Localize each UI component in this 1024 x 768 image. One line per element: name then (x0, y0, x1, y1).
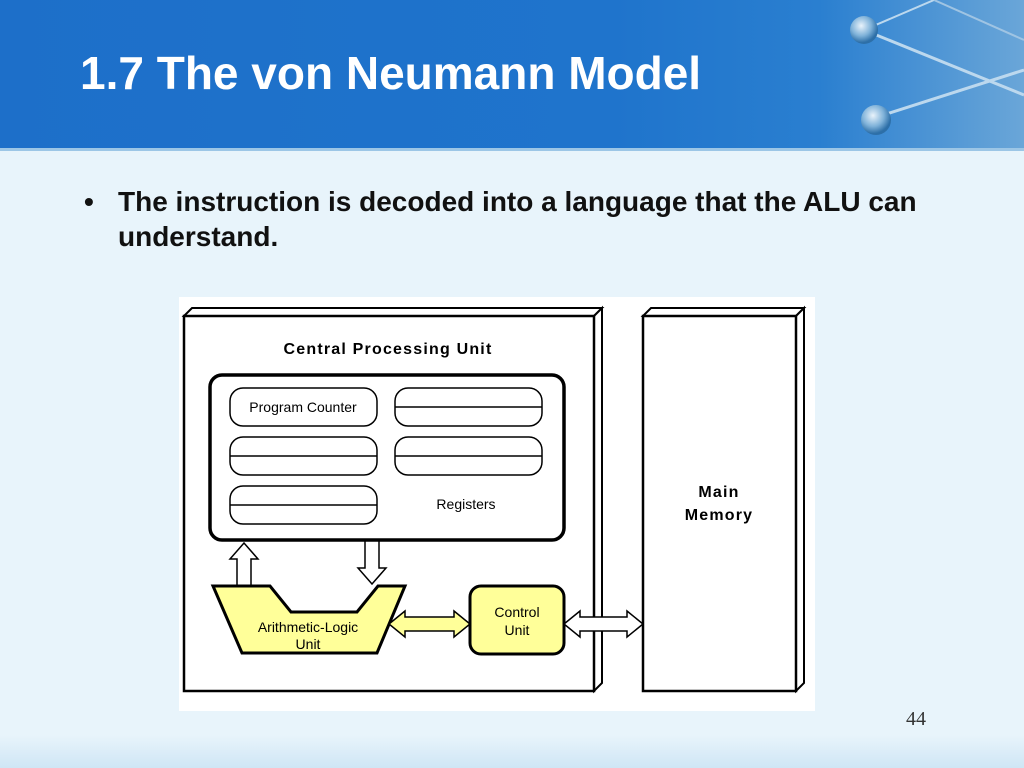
registers-label: Registers (436, 496, 495, 512)
slide-number: 44 (906, 708, 926, 730)
control-unit-line2: Unit (505, 622, 530, 638)
alu-to-registers-arrow (228, 541, 260, 587)
control-unit-line1: Control (494, 604, 539, 620)
decorative-pins-image (850, 0, 1024, 135)
footer-band (0, 735, 1024, 768)
main-memory-box (640, 305, 807, 694)
control-unit (468, 584, 566, 656)
von-neumann-diagram: Central Processing Unit Program Counter … (179, 297, 815, 711)
main-memory-line2: Memory (685, 507, 754, 524)
register-program-counter: Program Counter (229, 387, 378, 427)
program-counter-label: Program Counter (249, 399, 357, 415)
registers-to-alu-arrow (356, 540, 388, 586)
register-slot (394, 387, 543, 427)
bullet-dot: • (84, 186, 94, 217)
bullet-text: The instruction is decoded into a langua… (118, 186, 917, 252)
cpu-label: Central Processing Unit (284, 341, 493, 358)
register-slot (229, 436, 378, 476)
control-memory-arrow (562, 609, 645, 639)
diagram-canvas: Central Processing Unit Program Counter … (181, 305, 807, 694)
alu-unit (210, 584, 408, 655)
main-memory-line1: Main (698, 484, 739, 501)
slide-header: 1.7 The von Neumann Model (0, 0, 1024, 150)
header-divider (0, 148, 1024, 151)
register-slot (229, 485, 378, 525)
alu-label-line2: Unit (296, 636, 321, 652)
alu-label-line1: Arithmetic-Logic (258, 619, 358, 635)
register-slot (394, 436, 543, 476)
slide-title: 1.7 The von Neumann Model (80, 47, 702, 99)
